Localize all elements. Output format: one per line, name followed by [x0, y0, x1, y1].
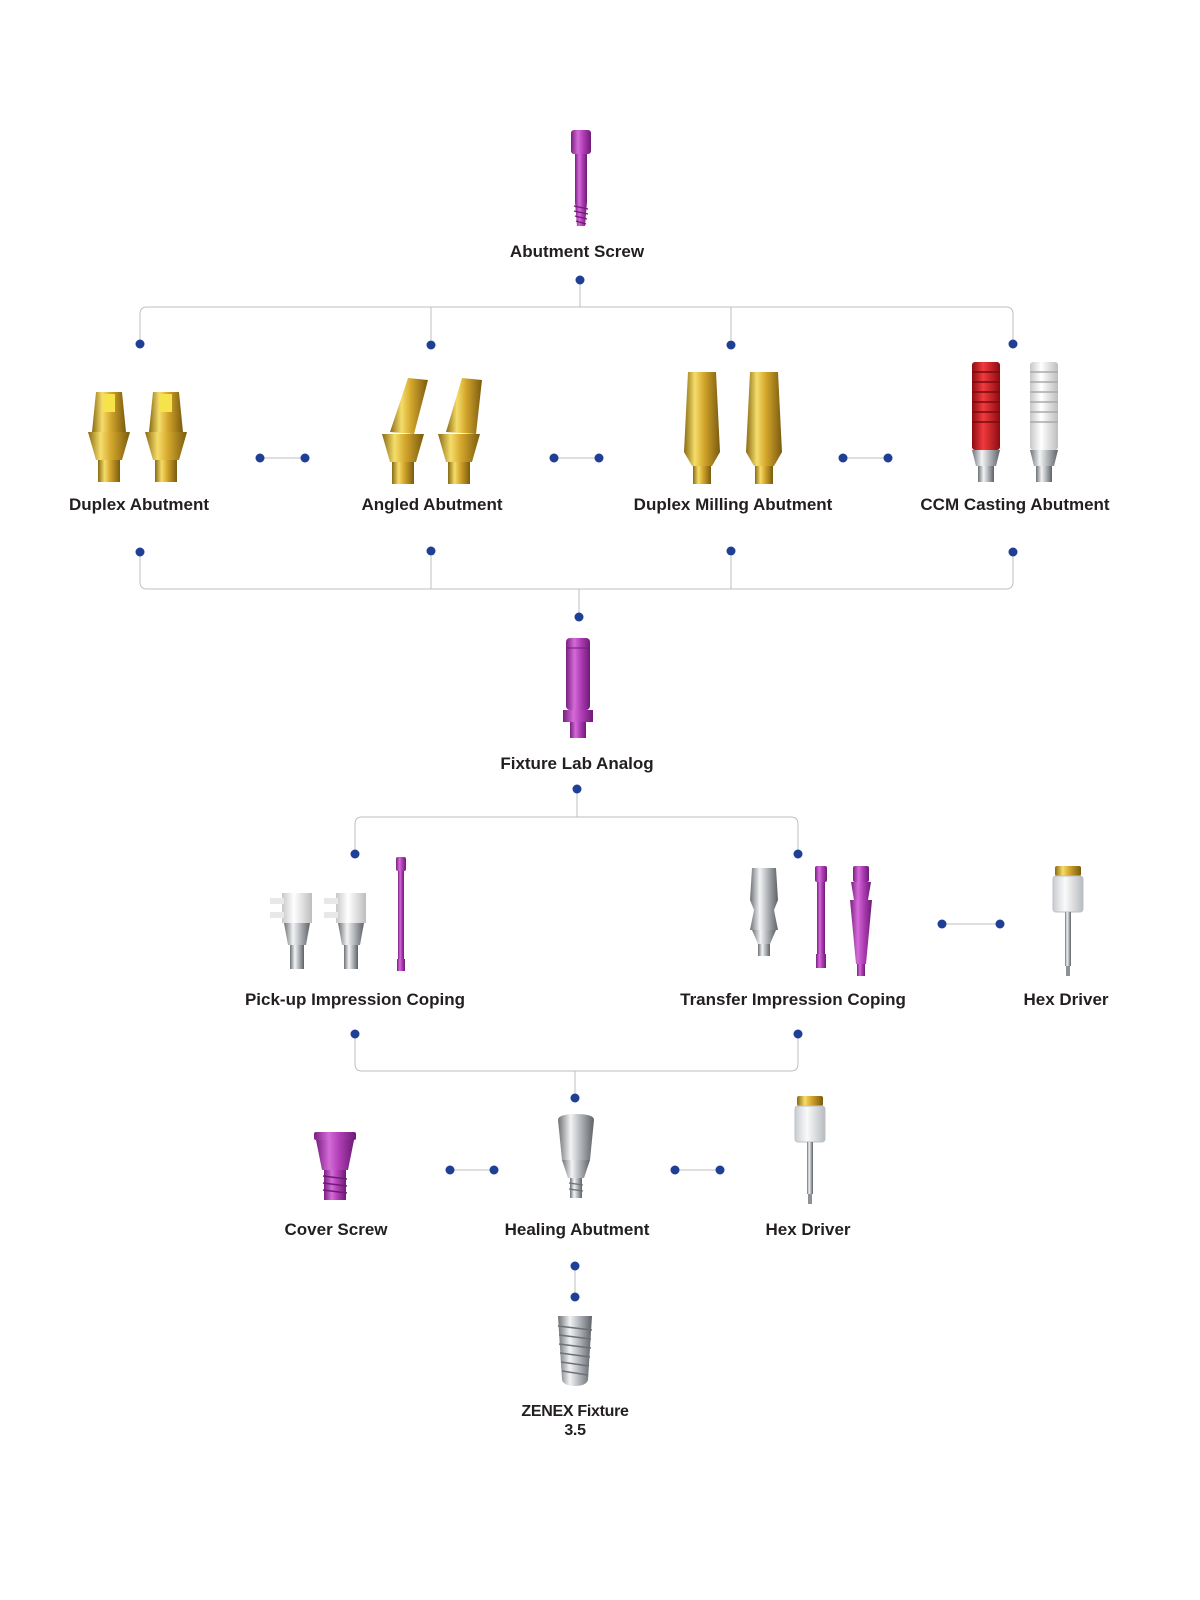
healing-abutment-icon [558, 1114, 594, 1198]
label-hex-driver: Hex Driver [1023, 990, 1109, 1009]
label-zenex-fixture: ZENEX Fixture [521, 1403, 629, 1420]
duplex-abutment-icon [88, 392, 187, 482]
label-pickup-impression-coping: Pick-up Impression Coping [244, 990, 466, 1009]
label-cover-screw: Cover Screw [284, 1220, 388, 1239]
hex-driver-icon [794, 1096, 826, 1204]
label-angled-abutment: Angled Abutment [361, 495, 503, 514]
label-ccm-casting-abutment: CCM Casting Abutment [920, 495, 1110, 514]
label-transfer-impression-coping: Transfer Impression Coping [680, 990, 906, 1009]
label-hex-driver: Hex Driver [765, 1220, 851, 1239]
pickup-coping-icon [270, 857, 406, 971]
abutment-screw-icon [571, 130, 591, 226]
transfer-coping-icon [750, 866, 872, 976]
label-abutment-screw: Abutment Screw [509, 242, 645, 261]
hex-driver-icon [1052, 866, 1084, 976]
connector-lines [139, 280, 1014, 1297]
label-zenex-fixture-size: 3.5 [564, 1422, 586, 1439]
label-duplex-milling-abutment: Duplex Milling Abutment [633, 495, 833, 514]
cover-screw-icon [314, 1132, 356, 1200]
angled-abutment-icon [382, 378, 482, 484]
label-healing-abutment: Healing Abutment [504, 1220, 650, 1239]
connector-dots [135, 275, 1018, 1302]
milling-abutment-icon [684, 372, 782, 484]
lab-analog-icon [563, 638, 593, 738]
label-fixture-lab-analog: Fixture Lab Analog [500, 754, 654, 773]
fixture-icon [557, 1316, 593, 1386]
casting-abutment-icon [972, 362, 1058, 482]
label-duplex-abutment: Duplex Abutment [68, 495, 210, 514]
